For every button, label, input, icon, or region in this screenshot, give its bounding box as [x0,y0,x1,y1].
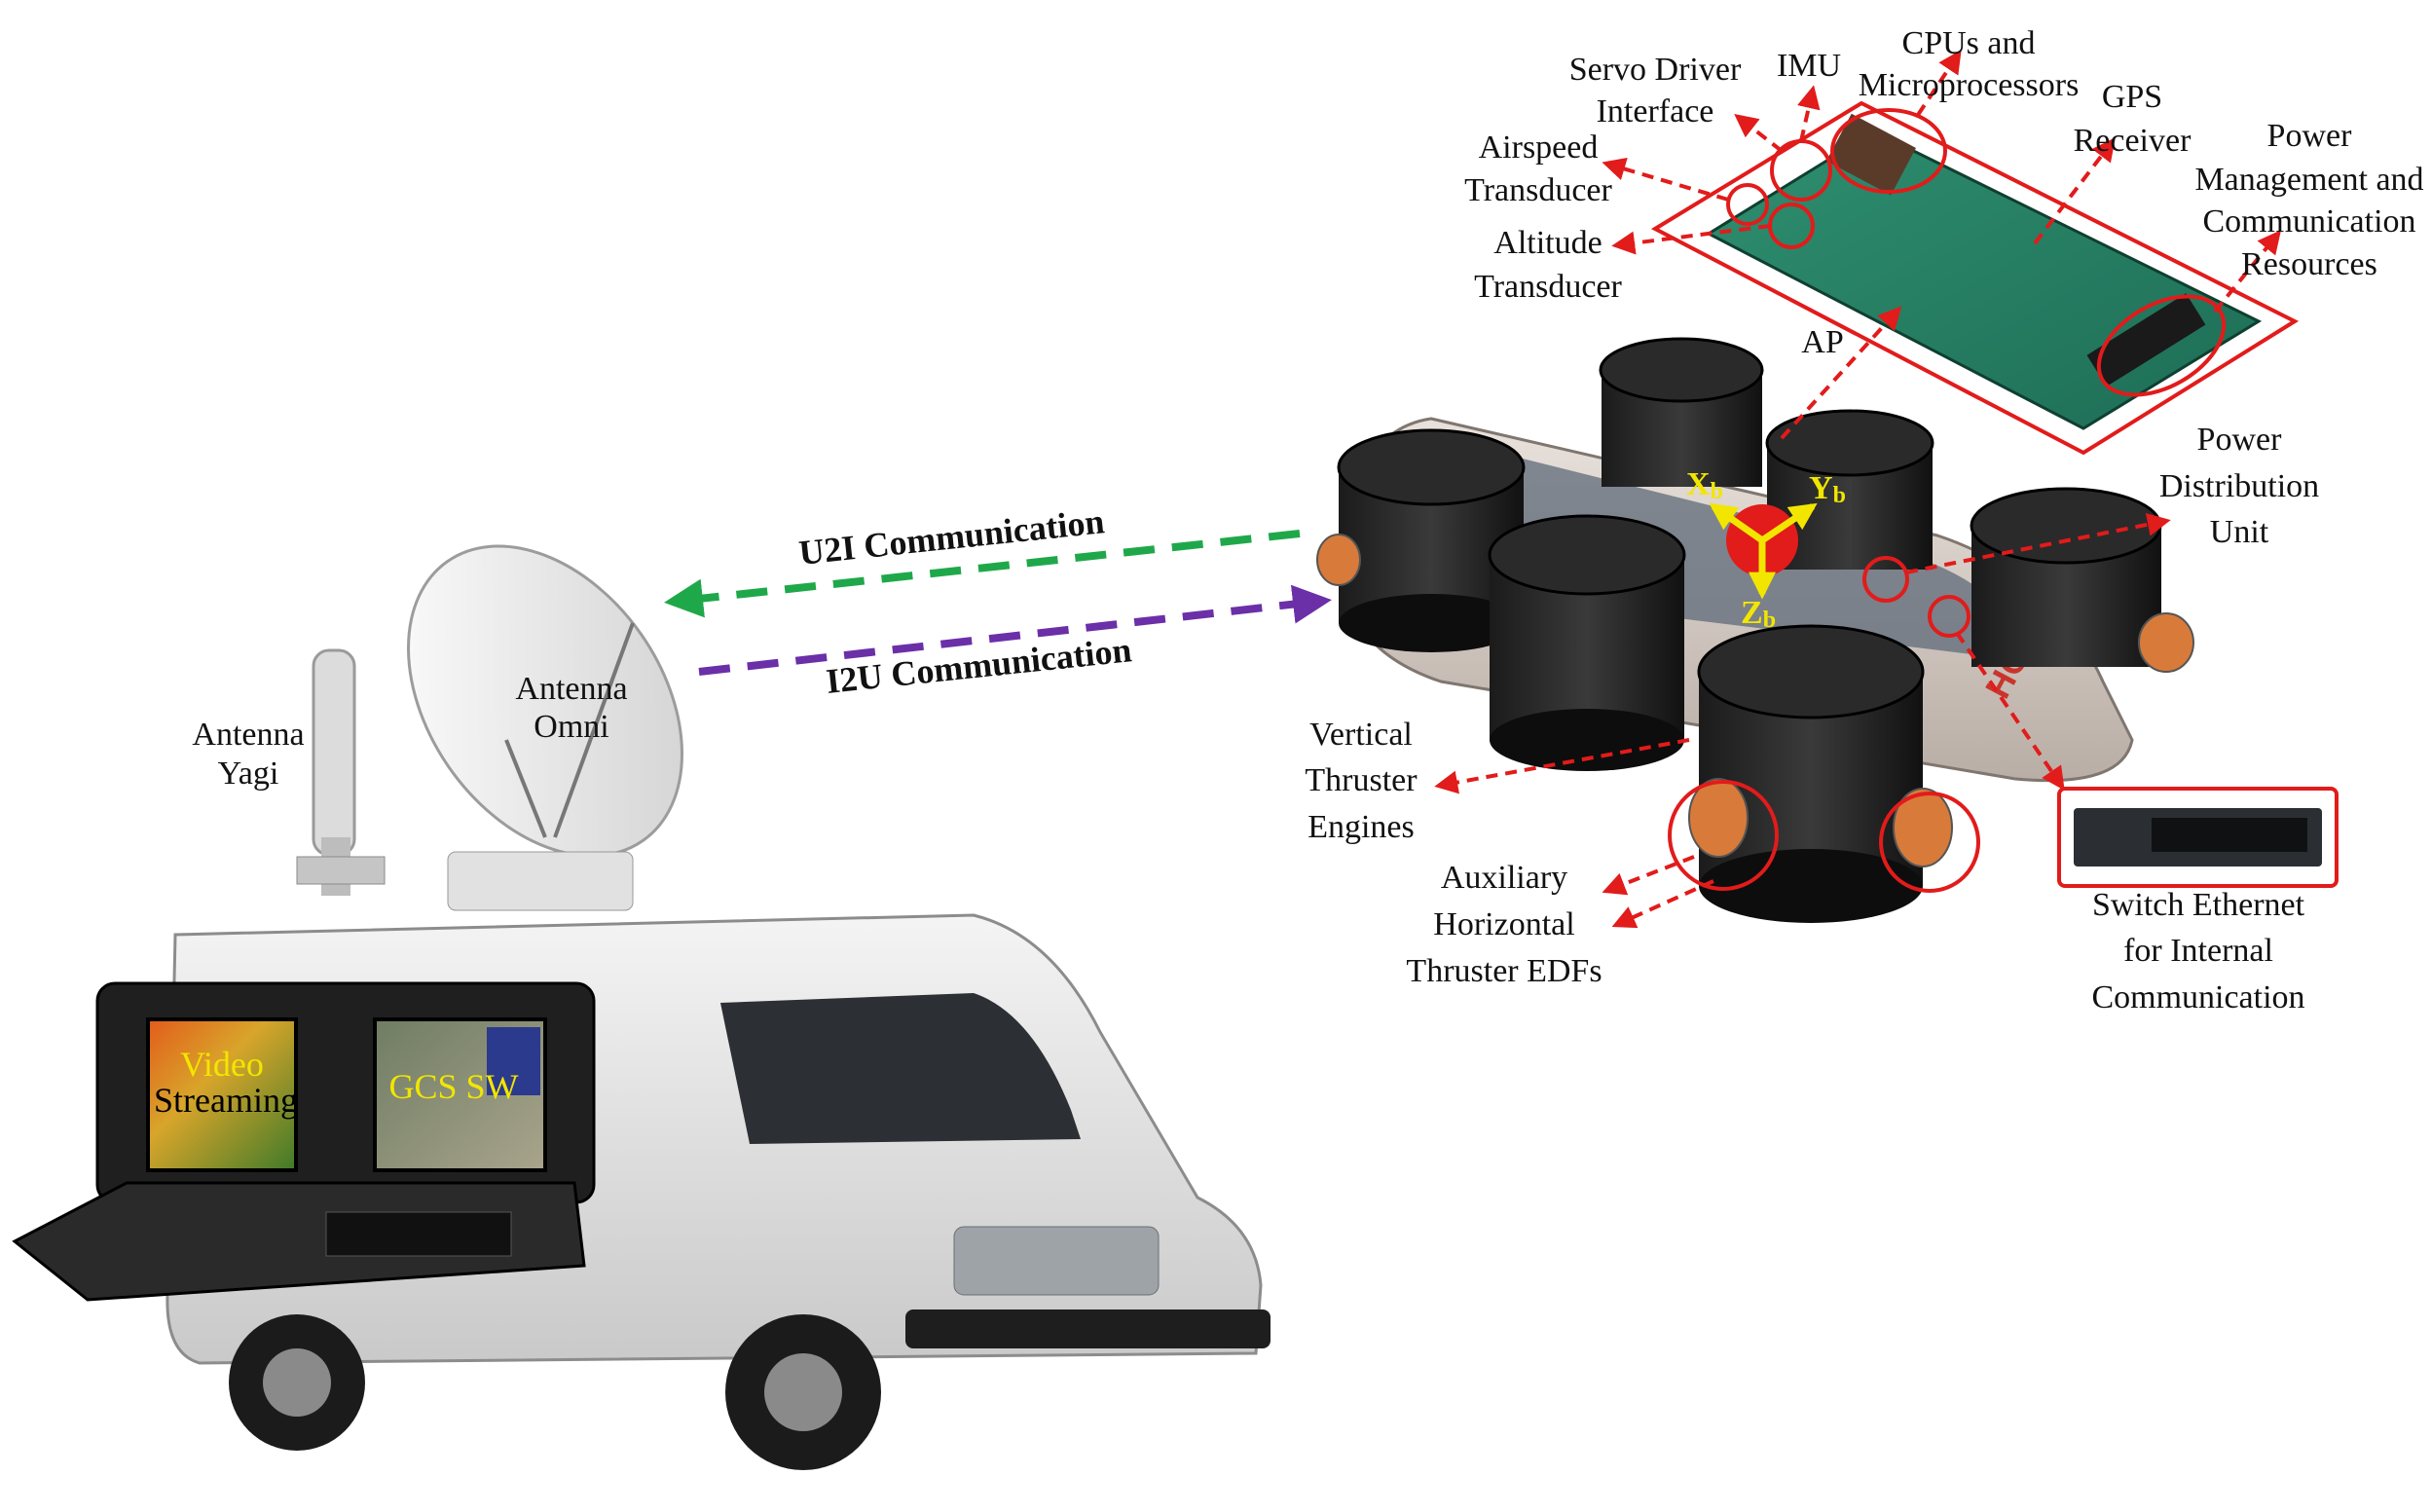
power-management-label: Power Management and Communication Resou… [2194,118,2423,282]
video-streaming-label: Video Streaming [154,1045,298,1120]
ducted-fan-icon [1697,624,1925,923]
svg-text:CPUs and: CPUs and [1902,25,2036,61]
airspeed-label: Airspeed Transducer [1464,129,1612,208]
svg-text:Unit: Unit [2210,514,2269,550]
vertical-thruster-label: Vertical Thruster Engines [1305,717,1418,845]
svg-text:Antenna: Antenna [515,671,627,707]
svg-text:Power: Power [2267,118,2353,154]
antenna-yagi-label: Antenna Yagi [192,717,304,792]
svg-text:Servo Driver: Servo Driver [1569,52,1742,88]
svg-text:Engines: Engines [1308,809,1415,845]
ethernet-switch [2057,787,2339,888]
svg-text:Auxiliary: Auxiliary [1441,860,1567,896]
altitude-label: Altitude Transducer [1474,225,1622,305]
yagi-antenna-icon [296,648,386,896]
svg-text:Resources: Resources [2241,246,2377,282]
body-frame-axes: Xb Yb Zb [1686,466,1846,633]
ducted-fan-icon [1599,337,1764,487]
svg-text:Horizontal: Horizontal [1433,906,1574,942]
svg-text:Yagi: Yagi [218,756,279,792]
svg-text:Microprocessors: Microprocessors [1859,67,2080,103]
u2i-arrow [664,530,1301,618]
svg-text:Yb: Yb [1809,470,1846,508]
svg-text:Streaming: Streaming [154,1081,298,1120]
van-bumper [905,1309,1271,1348]
van-windshield [720,993,1081,1144]
gcs-software-label: GCS SW [388,1067,518,1106]
pdu-label: Power Distribution Unit [2159,422,2319,550]
van-grille [953,1226,1160,1296]
keyboard-icon [325,1211,512,1257]
svg-text:Vertical: Vertical [1309,717,1413,753]
svg-text:Altitude: Altitude [1493,225,1602,261]
omni-dish-antenna-icon [407,544,683,911]
svg-text:Video: Video [180,1045,264,1084]
aux-edf-highlight-right [1879,792,1980,893]
ground-station-van [12,544,1271,1470]
svg-text:Distribution: Distribution [2159,468,2319,504]
switch-ethernet-label: Switch Ethernet for Internal Communicati… [2091,887,2304,1015]
imu-label: IMU [1777,48,1841,84]
servo-driver-label: Servo Driver Interface [1569,52,1742,129]
i2u-label: I2U Communication [825,630,1133,701]
svg-text:Thruster EDFs: Thruster EDFs [1406,953,1602,989]
u2i-label: U2I Communication [797,501,1106,572]
rugged-console [12,981,596,1302]
svg-text:Transducer: Transducer [1464,172,1612,208]
svg-text:Communication: Communication [2202,203,2415,240]
uav-vehicle: HOPPER [1316,337,2194,923]
svg-text:Omni: Omni [534,709,608,745]
svg-text:Switch Ethernet: Switch Ethernet [2092,887,2305,923]
cpus-label: CPUs and Microprocessors [1859,25,2080,103]
airspeed-highlight [1726,183,1769,226]
autopilot-board [1650,100,2300,456]
ducted-fan-icon [1488,514,1686,771]
svg-text:Power: Power [2197,422,2283,458]
svg-text:Xb: Xb [1686,466,1723,504]
auxiliary-edf-icon [1316,534,2194,867]
aux-thruster-label: Auxiliary Horizontal Thruster EDFs [1406,860,1602,989]
callout-arrows [1434,50,2282,929]
svg-text:Antenna: Antenna [192,717,304,753]
svg-text:Transducer: Transducer [1474,269,1622,305]
svg-text:Interface: Interface [1597,93,1714,129]
power-mgmt-highlight [2096,294,2227,397]
svg-text:for Internal: for Internal [2123,933,2273,969]
video-screen [146,1017,298,1172]
svg-text:Airspeed: Airspeed [1479,129,1599,166]
antenna-omni-label: Antenna Omni [515,671,627,745]
svg-text:Thruster: Thruster [1305,762,1418,798]
ap-label: AP [1801,324,1843,360]
svg-text:GPS: GPS [2102,79,2162,115]
svg-text:Receiver: Receiver [2074,123,2192,159]
svg-text:Management and: Management and [2194,162,2423,198]
gps-receiver-label: GPS Receiver [2074,79,2192,159]
svg-text:Communication: Communication [2091,979,2304,1015]
ethernet-port-highlight [1928,595,1971,638]
i2u-arrow [698,584,1332,676]
ducted-fan-icon [1970,487,2162,667]
aux-edf-highlight-left [1668,780,1779,891]
pdu-highlight [1862,556,1909,603]
svg-text:Zb: Zb [1741,595,1776,633]
cpu-highlight [1830,108,1947,194]
